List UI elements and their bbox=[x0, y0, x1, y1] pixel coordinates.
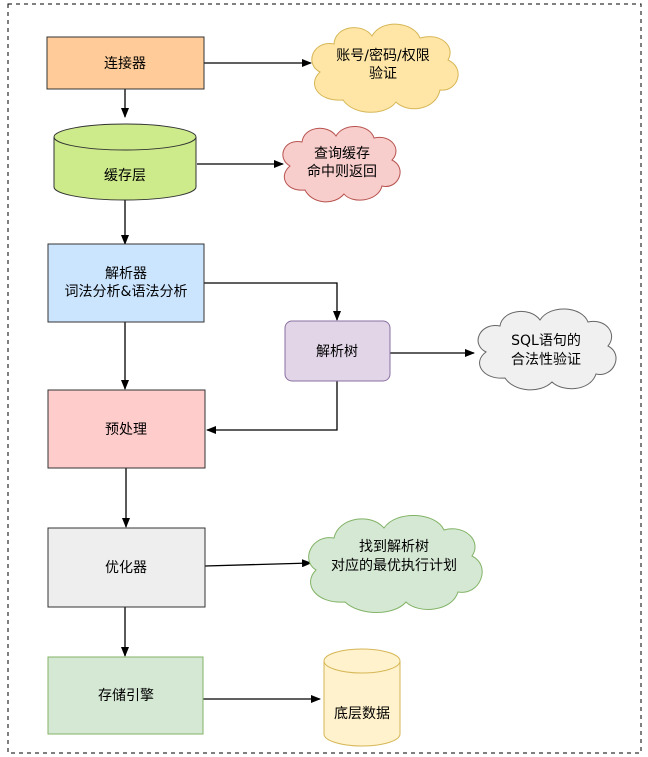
storage-engine-box: 存储引擎 bbox=[47, 656, 204, 735]
cache-cloud-line1: 查询缓存 bbox=[314, 146, 370, 162]
auth-cloud-line1: 账号/密码/权限 bbox=[336, 47, 429, 64]
parser-label: 解析器 bbox=[105, 266, 147, 282]
edge-parser-parsetree bbox=[204, 282, 341, 321]
optimizer-box: 优化器 bbox=[47, 527, 206, 608]
auth-cloud-line2: 验证 bbox=[369, 66, 397, 82]
optimizer-label: 优化器 bbox=[105, 560, 147, 576]
cache-cloud-line2: 命中则返回 bbox=[307, 163, 377, 180]
parse-tree-label: 解析树 bbox=[316, 344, 358, 360]
edge-optimizer-plan bbox=[204, 559, 312, 568]
edge-parsetree-preprocess bbox=[206, 381, 338, 434]
parse-tree-box: 解析树 bbox=[284, 320, 391, 382]
sql-cloud-line1: SQL语句的 bbox=[511, 333, 581, 349]
outer-boundary bbox=[7, 3, 642, 754]
parser-box: 解析器 词法分析&语法分析 bbox=[47, 243, 205, 323]
connector-label: 连接器 bbox=[104, 55, 146, 72]
storage-engine-label: 存储引擎 bbox=[98, 688, 154, 704]
preprocess-label: 预处理 bbox=[105, 422, 147, 438]
preprocess-box: 预处理 bbox=[47, 389, 206, 469]
data-store-cylinder: 底层数据 bbox=[323, 648, 401, 747]
parser-sublabel: 词法分析&语法分析 bbox=[65, 284, 188, 300]
data-store-label: 底层数据 bbox=[334, 706, 390, 722]
plan-cloud-line1: 找到解析树 bbox=[359, 539, 429, 555]
sql-cloud: SQL语句的 合法性验证 bbox=[477, 308, 617, 391]
cache-cloud: 查询缓存 命中则返回 bbox=[282, 126, 401, 203]
connector-box: 连接器 bbox=[46, 36, 205, 90]
plan-cloud: 找到解析树 对应的最优执行计划 bbox=[308, 515, 483, 613]
edges bbox=[121, 59, 475, 703]
plan-cloud-line2: 对应的最优执行计划 bbox=[331, 557, 457, 574]
auth-cloud: 账号/密码/权限 验证 bbox=[311, 23, 459, 113]
cache-cylinder: 缓存层 bbox=[53, 123, 197, 201]
cache-label: 缓存层 bbox=[104, 168, 146, 184]
sql-cloud-line2: 合法性验证 bbox=[511, 352, 581, 368]
